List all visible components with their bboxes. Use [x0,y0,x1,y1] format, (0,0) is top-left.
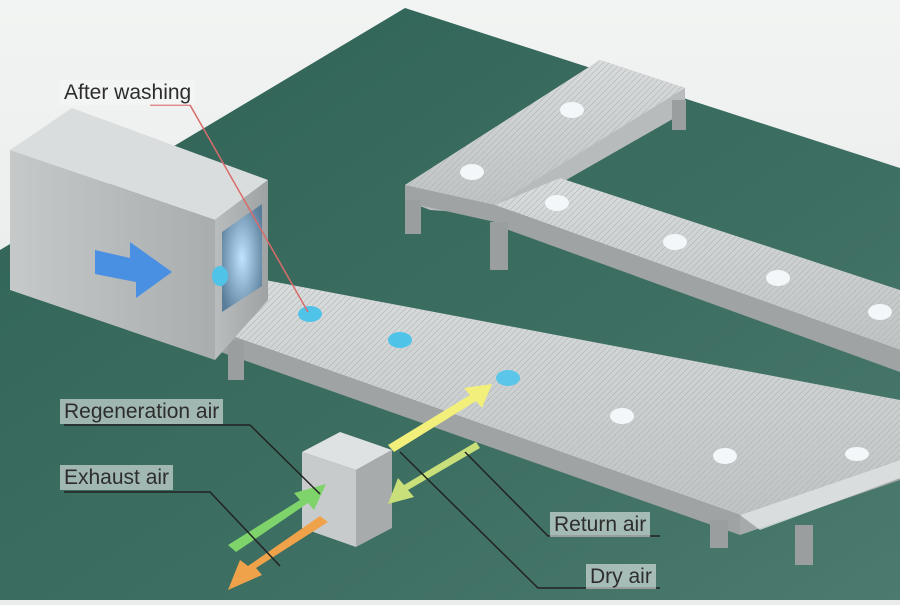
regeneration-air-arrow [228,484,326,552]
exhaust-air-arrow [228,516,328,590]
return-air-arrow [388,442,480,504]
regeneration-air-label: Regeneration air [60,399,224,425]
dry-air-label: Dry air [586,564,656,590]
washed-items [212,266,520,386]
dry-items [460,102,892,464]
return-air-label: Return air [550,512,651,538]
tunnel-box [10,108,268,360]
inflow-arrow [95,242,172,298]
exhaust-air-label: Exhaust air [60,465,174,491]
after-washing-label: After washing [60,80,196,106]
dry-air-arrow [388,384,492,452]
